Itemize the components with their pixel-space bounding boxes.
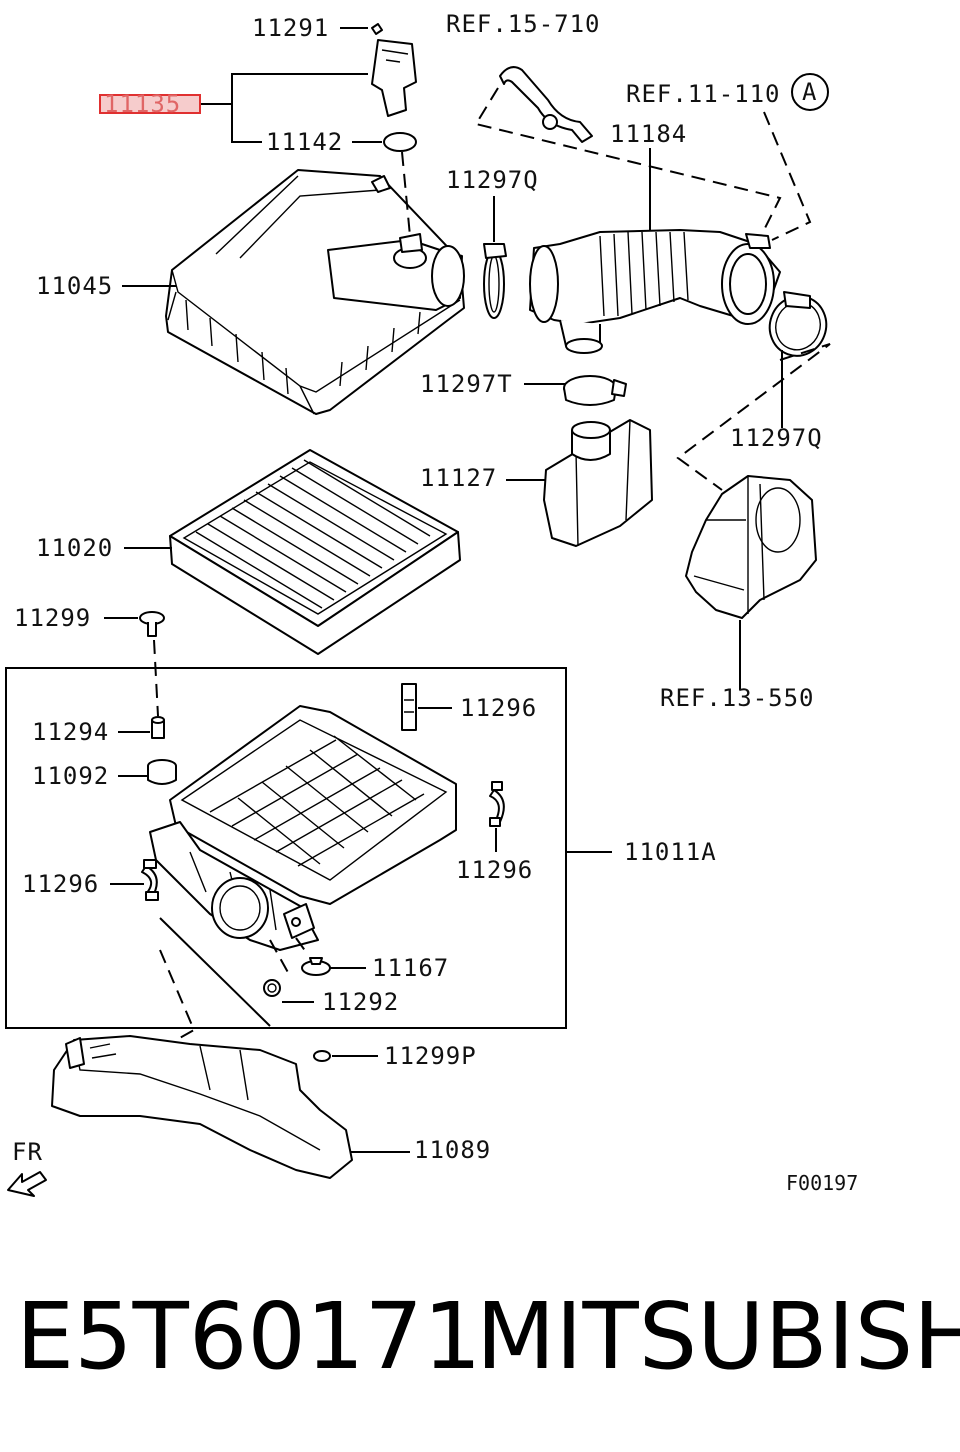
callout-11297q-right: 11297Q [730, 424, 823, 452]
airflow-sensor-part [371, 23, 417, 117]
callout-11089: 11089 [414, 1136, 491, 1164]
callout-11092: 11092 [32, 762, 109, 790]
o-ring-11142 [383, 132, 417, 152]
air-intake-duct-part [51, 1035, 353, 1179]
callout-11142: 11142 [266, 128, 343, 156]
clip-11296-left [141, 859, 159, 901]
caption-part-number: E5T60171 [16, 1283, 482, 1390]
callout-11296-right: 11296 [456, 856, 533, 884]
callout-11299: 11299 [14, 604, 91, 632]
air-filter-element-part [169, 449, 461, 655]
callout-11294: 11294 [32, 718, 109, 746]
callout-11292: 11292 [322, 988, 399, 1016]
callout-11299p: 11299P [384, 1042, 477, 1070]
clip-11296-right [489, 781, 505, 827]
hose-clamp-11297q-right [768, 291, 828, 357]
callout-11297t: 11297T [420, 370, 513, 398]
front-direction-label: FR [12, 1138, 43, 1166]
air-cleaner-cover-part [165, 169, 465, 415]
figure-code: F00197 [786, 1171, 858, 1195]
bolt-11299p [313, 1050, 331, 1062]
grommet-11092 [147, 759, 177, 785]
callout-11045: 11045 [36, 272, 113, 300]
circle-a-label: A [802, 78, 817, 106]
callout-11296-left: 11296 [22, 870, 99, 898]
callout-ref-11-110: REF.11-110 [626, 80, 781, 108]
callout-ref-15-710: REF.15-710 [446, 10, 601, 38]
callout-11011a: 11011A [624, 838, 717, 866]
bolt-11292 [263, 979, 281, 997]
callout-11291: 11291 [252, 14, 329, 42]
front-arrow-icon [7, 1171, 47, 1197]
throttle-body-part [685, 475, 817, 619]
breather-hose-part [499, 66, 593, 143]
collar-11294 [151, 716, 165, 739]
bolt-11299 [139, 611, 165, 637]
hose-clamp-11297q-top [483, 243, 507, 319]
highlight-box-11135 [99, 94, 201, 114]
callout-11127: 11127 [420, 464, 497, 492]
callout-11184: 11184 [610, 120, 687, 148]
hose-clamp-11297t [563, 375, 627, 406]
callout-11296-top: 11296 [460, 694, 537, 722]
callout-11020: 11020 [36, 534, 113, 562]
callout-ref-13-550: REF.13-550 [660, 684, 815, 712]
callout-11167: 11167 [372, 954, 449, 982]
grommet-11167 [301, 957, 331, 976]
clip-11296-top [401, 683, 417, 731]
intake-hose-part [529, 229, 781, 354]
callout-11135: 11135 [104, 90, 181, 118]
caption-brand: MITSUBISHI [476, 1283, 960, 1390]
assembly-frame-11011a [5, 667, 567, 1029]
resonator-part [543, 419, 653, 547]
callout-11297q-top: 11297Q [446, 166, 539, 194]
circle-a-marker [791, 73, 829, 111]
air-cleaner-case-part [149, 705, 457, 951]
